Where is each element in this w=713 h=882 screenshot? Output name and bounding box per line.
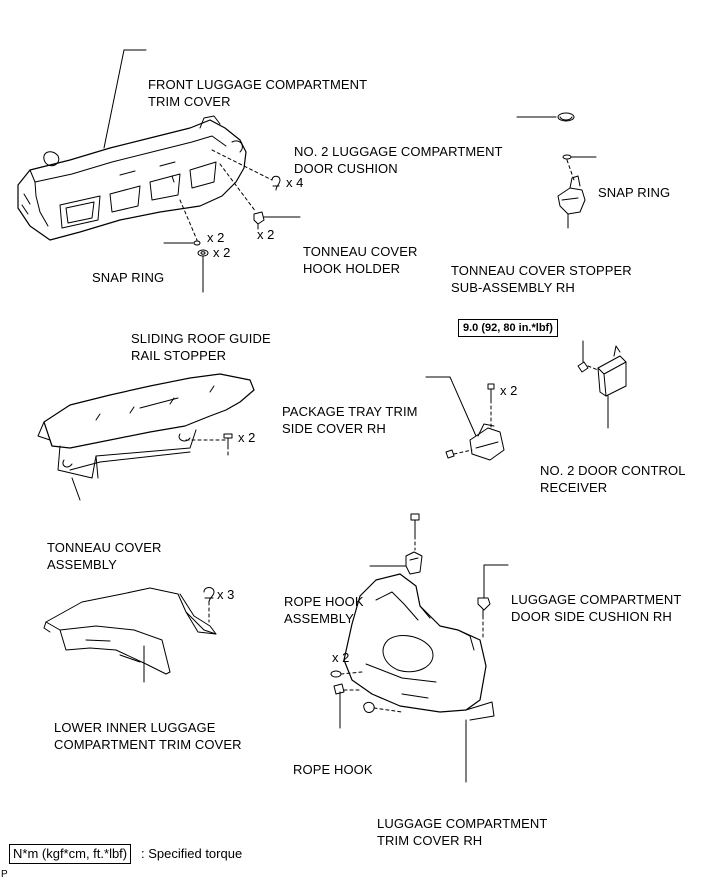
- legend-torque-units: N*m (kgf*cm, ft.*lbf): [9, 844, 132, 864]
- door-side-cushion-part: [477, 597, 491, 617]
- front-trim-cover-part: [17, 115, 247, 241]
- package-tray-cover-part: [469, 423, 505, 461]
- tonneau-stopper-part: [557, 175, 586, 215]
- label-rope-hook: ROPE HOOK: [293, 762, 373, 777]
- qty-stopper-x2: x 2: [213, 245, 231, 260]
- qty-hook-holder-x2: x 2: [257, 227, 275, 242]
- qty-tonneau-x2: x 2: [238, 430, 256, 445]
- legend-description: : Specified torque: [141, 846, 243, 861]
- figure-code: P: [1, 869, 8, 880]
- sliding-roof-stopper-part: [197, 249, 209, 257]
- door-cushion-part: [557, 112, 575, 122]
- tonneau-bolt-part: [223, 433, 233, 449]
- trim-cover-rh-part: [343, 573, 487, 713]
- clip-x4-part: [271, 175, 281, 191]
- snap-ring-right-part: [562, 154, 572, 160]
- qty-package-tray-x2: x 2: [500, 383, 518, 398]
- rope-hook-part: [363, 701, 375, 713]
- rope-clip-part: [330, 670, 345, 695]
- label-snap-ring-left: SNAP RING: [92, 270, 165, 285]
- rope-hook-assembly-part: [405, 551, 423, 575]
- qty-snap-ring-x2: x 2: [207, 230, 225, 245]
- qty-clip-x4: x 4: [286, 175, 304, 190]
- lower-inner-clip-part: [203, 587, 215, 603]
- label-snap-ring-right: SNAP RING: [598, 185, 671, 200]
- snap-ring-left-part: [193, 240, 201, 246]
- rope-hook-bolt-part: [410, 513, 420, 537]
- torque-spec-box: 9.0 (92, 80 in.*lbf): [458, 319, 558, 337]
- door-control-receiver-part: [597, 345, 627, 397]
- hook-holder-part: [253, 211, 265, 230]
- tonneau-assembly-part: [37, 373, 255, 479]
- qty-lower-inner-x3: x 3: [217, 587, 235, 602]
- qty-rope-clip-x2: x 2: [332, 650, 350, 665]
- lower-inner-cover-part: [43, 587, 217, 675]
- package-tray-bolt-part: [487, 383, 495, 401]
